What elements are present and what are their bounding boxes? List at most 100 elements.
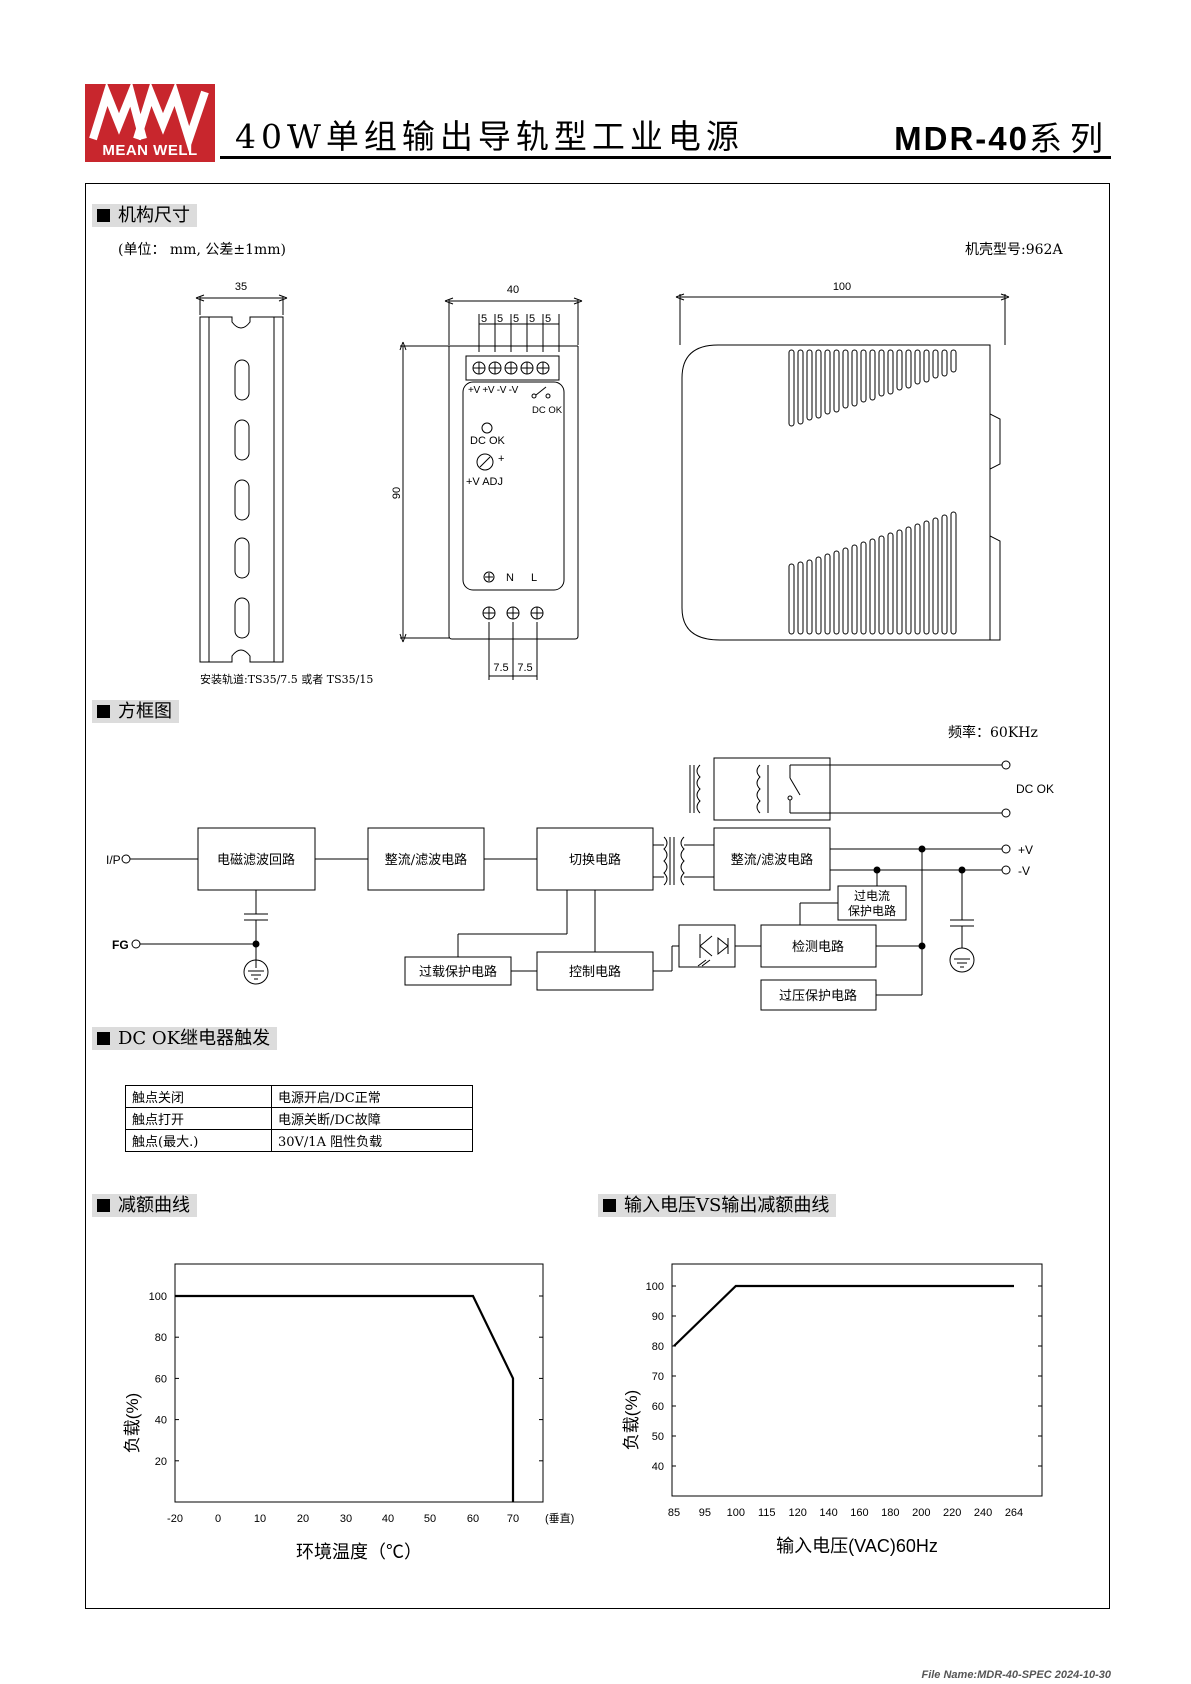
series-suffix: 系列 (1029, 119, 1111, 158)
block-olp-label: 过载保护电路 (419, 964, 497, 980)
dim-width-front: 40 (507, 284, 519, 296)
x-tick-label: 115 (758, 1507, 776, 1519)
document-title: 40W单组输出导轨型工业电源 (235, 117, 744, 156)
mean-well-logo: MEAN WELL (85, 81, 215, 162)
y-tick-label: 90 (652, 1311, 664, 1323)
input-pitch-2: 7.5 (517, 662, 532, 674)
block-vplus-label: +V (1018, 843, 1033, 857)
x-tick-label: 240 (974, 1507, 992, 1519)
block-fg-label: FG (112, 938, 129, 952)
section-input-derating-label: 输入电压VS输出减额曲线 (624, 1195, 830, 1216)
y-tick-label: 70 (652, 1371, 664, 1383)
block-ip-label: I/P (106, 853, 121, 867)
x-tick-label: 200 (912, 1507, 930, 1519)
pitch-1: 5 (481, 313, 487, 325)
front-view (399, 297, 583, 680)
series-title: MDR-40系列 (894, 112, 1111, 160)
x-tick-label: -20 (167, 1513, 183, 1525)
x-tick-label: 70 (507, 1513, 519, 1525)
rail-note: 安装轨道:TS35/7.5 或者 TS35/15 (200, 673, 374, 686)
block-dcok-label: DC OK (1016, 782, 1054, 796)
x-tick-label: 120 (788, 1507, 806, 1519)
y-tick-label: 50 (652, 1431, 664, 1443)
table-row: 触点(最大.)30V/1A 阻性负载 (125, 1129, 473, 1152)
section-dimensions-label: 机构尺寸 (118, 205, 190, 226)
x-tick-label: 264 (1005, 1507, 1023, 1519)
series-model: MDR-40 (894, 120, 1029, 157)
block-vminus-label: -V (1018, 864, 1030, 878)
vadj-label: +V ADJ (466, 476, 503, 488)
table-cell: 30V/1A 阻性负载 (271, 1129, 473, 1152)
block-emi-label: 电磁滤波回路 (217, 852, 295, 868)
dc-ok-led-label: DC OK (470, 435, 506, 447)
section-derating-label: 减额曲线 (118, 1195, 190, 1216)
block-diagram: 频率：60KHz I/P FG DC OK +V -V 电磁滤波回路 整流/滤波… (106, 724, 1054, 1011)
block-control-label: 控制电路 (569, 964, 621, 980)
table-cell: 电源关断/DC故障 (271, 1107, 473, 1130)
x-tick-label: 10 (254, 1513, 266, 1525)
block-rect2 (713, 827, 831, 891)
plot-frame (671, 1263, 1043, 1497)
series-line (673, 1284, 1014, 1347)
content-frame (85, 183, 1110, 1609)
x-tick-label: 140 (819, 1507, 837, 1519)
x-tick-label: 95 (699, 1507, 711, 1519)
x-tick-label: 220 (943, 1507, 961, 1519)
y-axis-label: 负载(%) (622, 1390, 641, 1450)
mw-mark-icon (89, 81, 209, 152)
section-dc-ok: DC OK继电器触发 (92, 1027, 278, 1050)
table-row: 触点关闭电源开启/DC正常 (125, 1085, 473, 1108)
block-rect2-label: 整流/滤波电路 (731, 852, 813, 868)
rail-side-view (195, 294, 288, 663)
x-tick-suffix: (垂直) (545, 1511, 574, 1525)
case-number: 机壳型号:962A (965, 242, 1063, 258)
table-row: 触点打开电源关断/DC故障 (125, 1107, 473, 1130)
y-tick-label: 20 (155, 1456, 167, 1468)
pitch-4: 5 (529, 313, 535, 325)
block-ovp-label: 过压保护电路 (779, 988, 857, 1004)
x-axis-label: 环境温度（℃） (296, 1542, 422, 1562)
x-tick-label: 100 (727, 1507, 745, 1519)
dim-width-side: 35 (235, 281, 247, 293)
y-tick-label: 80 (155, 1332, 167, 1344)
y-tick-label: 40 (155, 1415, 167, 1427)
plot-frame (174, 1263, 544, 1503)
block-ocp-line2: 保护电路 (848, 903, 896, 918)
dc-ok-relay-label: DC OK (532, 405, 563, 416)
input-pitch-1: 7.5 (493, 662, 508, 674)
block-detect-label: 检测电路 (792, 939, 844, 955)
dc-ok-table: 触点关闭电源开启/DC正常 触点打开电源关断/DC故障 触点(最大.)30V/1… (125, 1085, 473, 1152)
table-cell: 触点打开 (125, 1107, 272, 1130)
block-switch-label: 切换电路 (569, 852, 621, 868)
table-cell: 触点(最大.) (125, 1129, 272, 1152)
block-optocoupler (678, 924, 736, 968)
y-tick-label: 40 (652, 1461, 664, 1473)
section-block-diagram: 方框图 (92, 700, 179, 723)
output-terminal-labels: +V +V -V -V (468, 385, 519, 396)
side-view (675, 293, 1010, 641)
pitch-5: 5 (545, 313, 551, 325)
y-tick-label: 60 (652, 1401, 664, 1413)
x-axis-label: 输入电压(VAC)60Hz (776, 1536, 938, 1556)
x-tick-label: 60 (467, 1513, 479, 1525)
x-tick-label: 30 (340, 1513, 352, 1525)
section-dc-ok-label: DC OK继电器触发 (118, 1028, 271, 1049)
x-tick-label: 40 (382, 1513, 394, 1525)
section-input-derating: 输入电压VS输出减额曲线 (598, 1194, 837, 1217)
block-dcok-relay (713, 757, 831, 821)
file-name: File Name:MDR-40-SPEC 2024-10-30 (921, 1669, 1111, 1681)
series-line (175, 1294, 515, 1502)
y-tick-label: 60 (155, 1373, 167, 1385)
x-tick-label: 50 (424, 1513, 436, 1525)
section-derating: 减额曲线 (92, 1194, 197, 1217)
header-rule (220, 156, 1111, 159)
y-axis-label: 负载(%) (123, 1393, 142, 1453)
block-ocp-line1: 过电流 (854, 889, 890, 903)
x-tick-label: 20 (297, 1513, 309, 1525)
pitch-2: 5 (497, 313, 503, 325)
table-cell: 触点关闭 (125, 1085, 272, 1108)
x-tick-label: 85 (668, 1507, 680, 1519)
table-cell: 电源开启/DC正常 (271, 1085, 473, 1108)
